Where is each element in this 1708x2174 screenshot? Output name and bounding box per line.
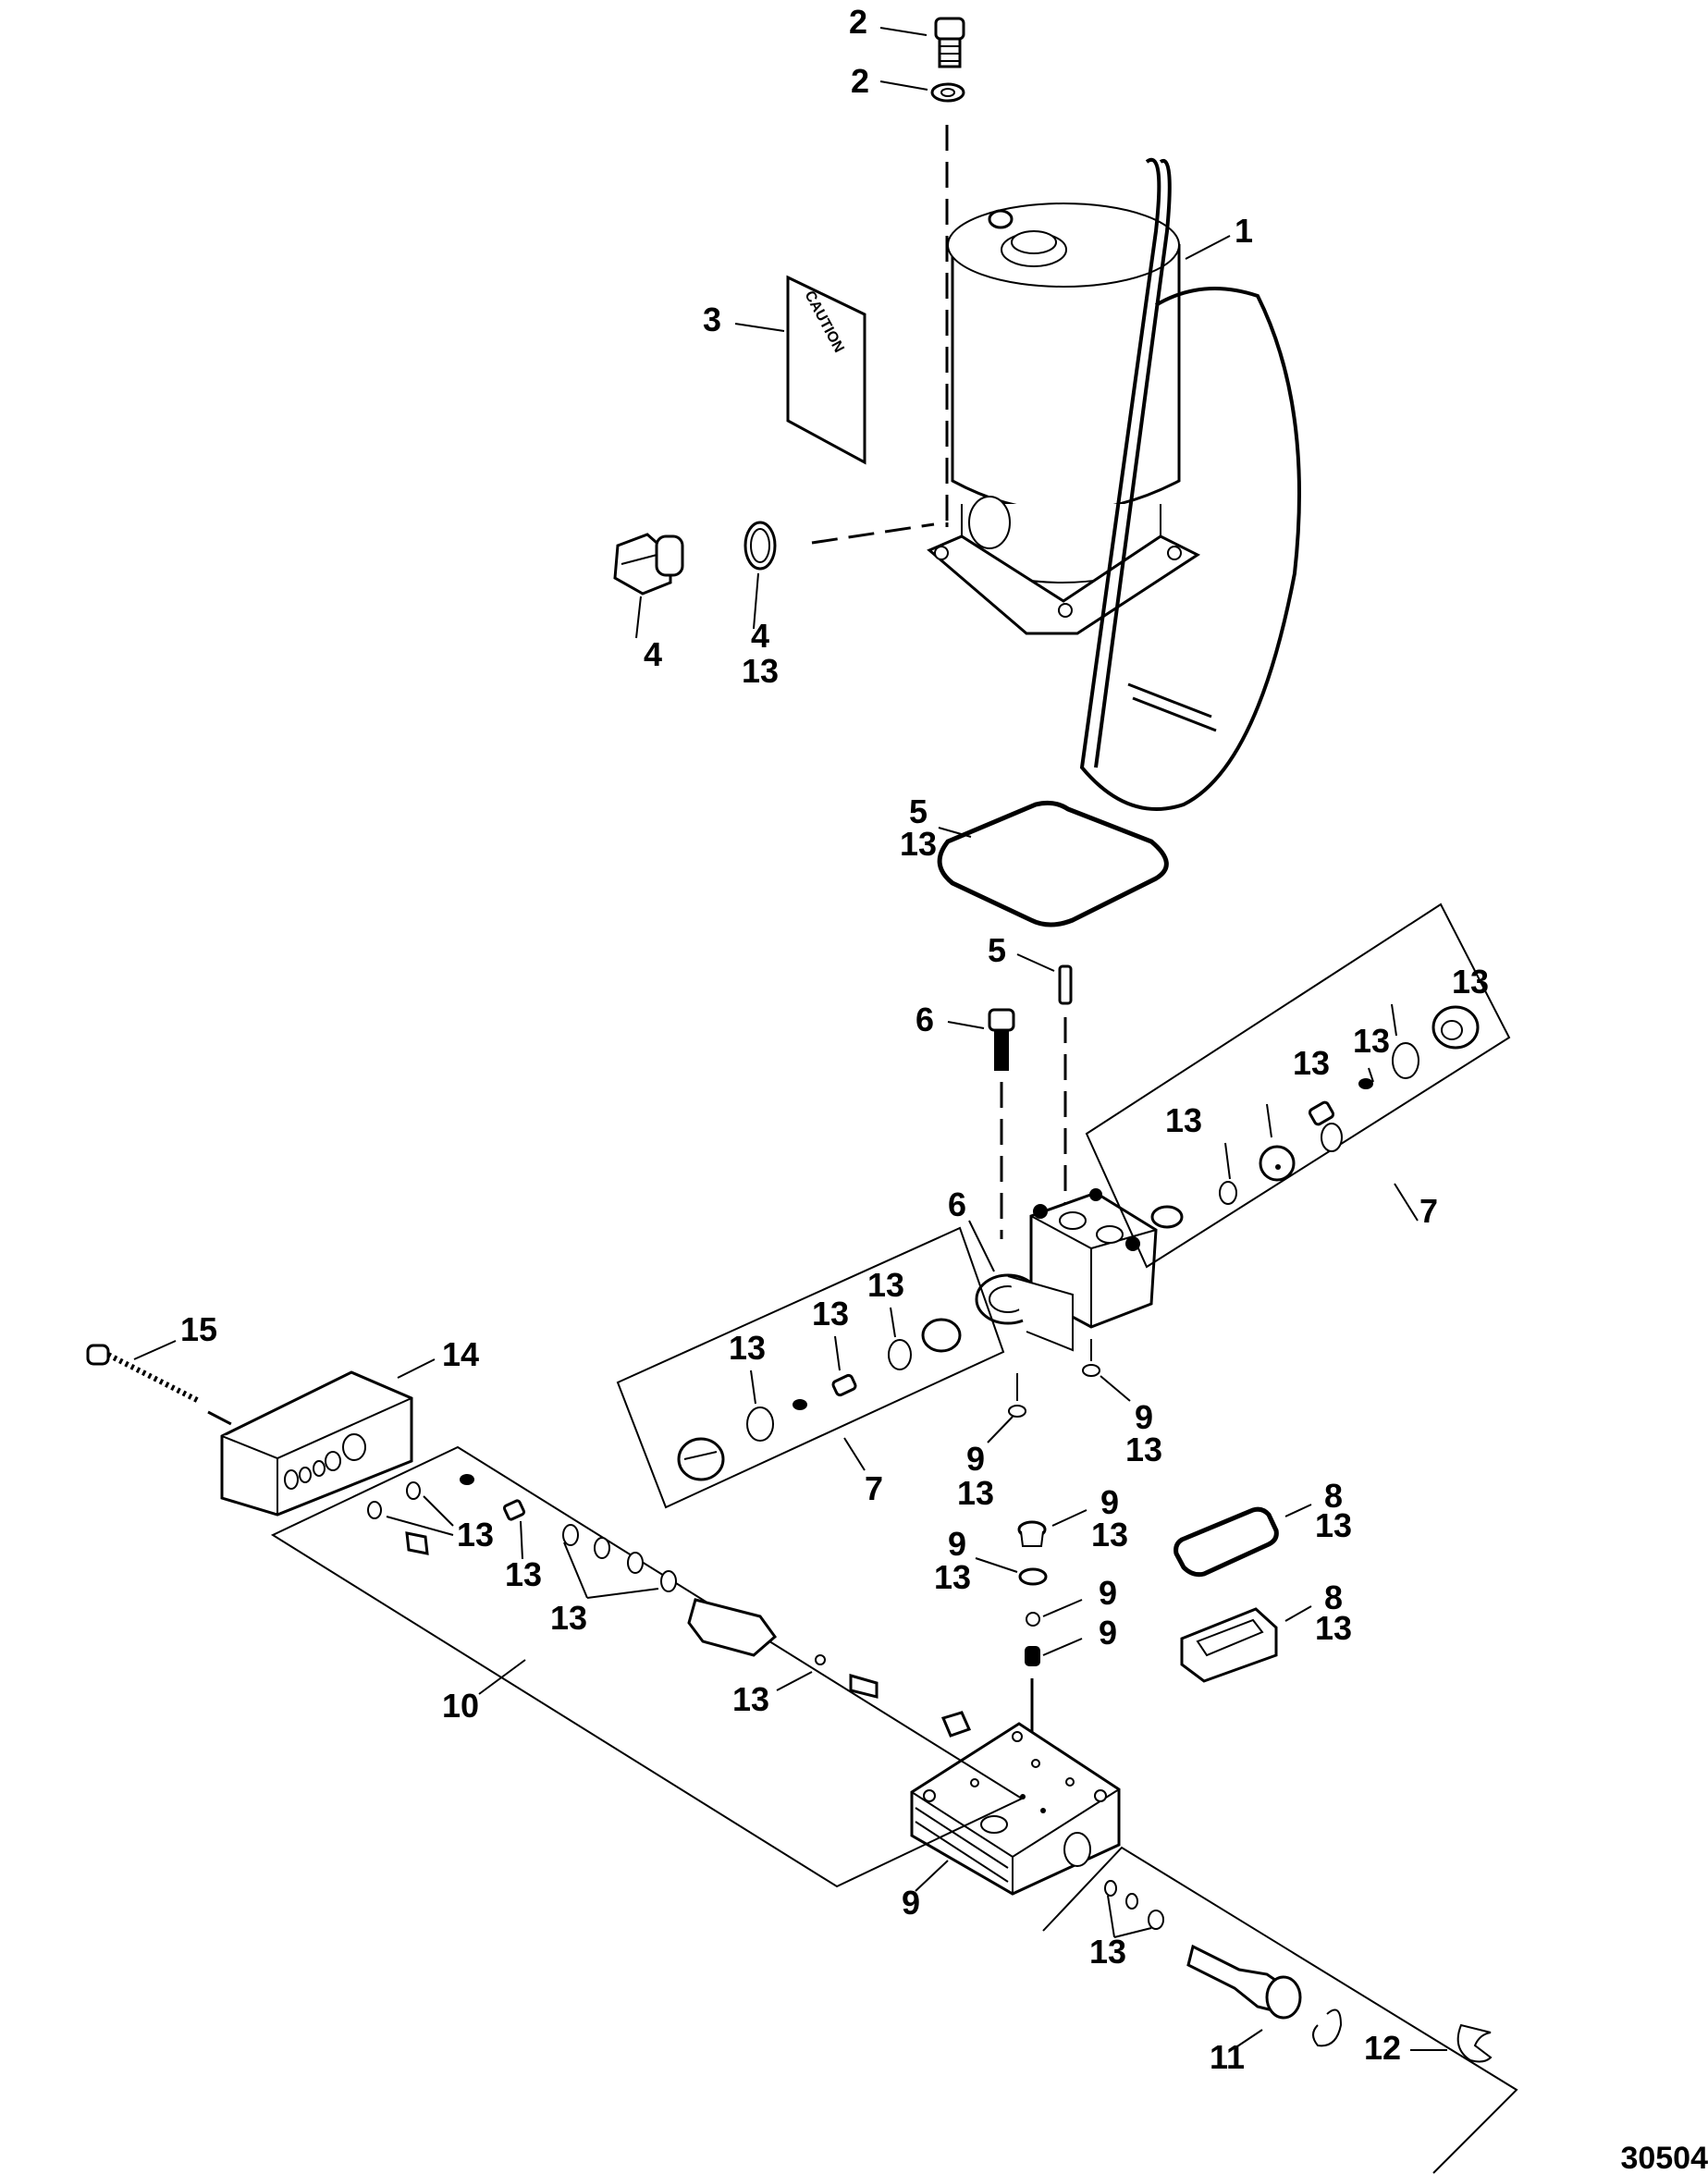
callout-2-screw: 2 (849, 3, 867, 41)
screw-part-6 (988, 1008, 1015, 1071)
o-ring-part-4 (743, 521, 777, 571)
seal-part-8-b (1180, 1607, 1278, 1683)
gasket-part-5 (937, 800, 1169, 927)
fitting-part-9 (1017, 1520, 1047, 1547)
callout-3: 3 (703, 301, 721, 338)
callout-9-c-sub: 13 (1091, 1516, 1128, 1554)
kit-panel-part-10 (270, 1445, 1025, 1888)
pin-part-5 (1058, 964, 1073, 1005)
valve-block-part-14 (220, 1370, 413, 1517)
seal-part-8-a (1173, 1506, 1279, 1578)
spring-part-9 (1025, 1646, 1040, 1666)
pump-body-part-6 (975, 1188, 1158, 1352)
callout-9-a-sub: 13 (957, 1474, 994, 1512)
callout-13-7l-1: 13 (729, 1329, 766, 1367)
callout-15: 15 (180, 1310, 217, 1348)
callout-9-d-sub: 13 (934, 1558, 971, 1596)
ball-part-9 (1026, 1612, 1040, 1627)
callout-4-o-ring-sub: 13 (742, 652, 779, 690)
callout-10: 10 (442, 1687, 479, 1725)
o-ring-part-9b (1082, 1364, 1100, 1377)
callout-6-body: 6 (948, 1185, 966, 1223)
callout-2-washer: 2 (851, 62, 869, 100)
callout-9-b-sub: 13 (1125, 1431, 1162, 1468)
callout-12: 12 (1364, 2029, 1401, 2067)
callout-13-7r-4: 13 (1452, 963, 1489, 1001)
callout-13-10-2: 13 (505, 1555, 542, 1593)
callout-1: 1 (1235, 212, 1253, 250)
manifold-plate-part-9 (910, 1722, 1121, 1896)
callout-13-7r-2: 13 (1293, 1044, 1330, 1082)
callout-5-pin: 5 (988, 931, 1006, 969)
caution-decal-part-3: CAUTION (786, 275, 866, 465)
callout-13-7r-1: 13 (1165, 1101, 1202, 1139)
callout-13-10-4: 13 (732, 1680, 769, 1718)
callout-8-b-sub: 13 (1315, 1609, 1352, 1647)
callout-9-b: 9 (1135, 1398, 1153, 1436)
e-clip-part-12 (1456, 2023, 1493, 2063)
callout-11: 11 (1210, 2038, 1245, 2076)
callout-9-f: 9 (1099, 1614, 1117, 1652)
washer-part-2 (930, 82, 965, 103)
callout-4-o-ring: 4 (751, 617, 769, 655)
callout-6-screw: 6 (915, 1001, 934, 1038)
callout-4-plug: 4 (644, 635, 662, 673)
callout-7-right: 7 (1419, 1192, 1438, 1230)
callout-13-7r-3: 13 (1353, 1022, 1390, 1060)
figure-number: 30504 (1620, 2141, 1708, 2174)
callout-5-gasket-sub: 13 (900, 825, 937, 863)
o-ring-part-9a (1008, 1405, 1026, 1418)
washer-part-9 (1018, 1567, 1048, 1586)
callout-13-10-1: 13 (457, 1516, 494, 1554)
callout-8-a-sub: 13 (1315, 1506, 1352, 1544)
callout-9-g: 9 (902, 1884, 920, 1922)
callout-8-a: 8 (1324, 1477, 1343, 1515)
callout-13-7l-2: 13 (812, 1295, 849, 1333)
kit-panel-part-11 (1042, 1846, 1518, 2174)
callout-13-10-3: 13 (550, 1599, 587, 1637)
callout-7-left: 7 (865, 1469, 883, 1507)
plug-part-4 (613, 533, 684, 596)
callout-9-d: 9 (948, 1525, 966, 1563)
callout-5-gasket: 5 (909, 792, 928, 830)
pump-motor-part-1 (927, 158, 1301, 811)
callout-13-11: 13 (1089, 1933, 1126, 1971)
callout-13-7l-3: 13 (867, 1266, 904, 1304)
kit-panel-part-7-right (1085, 903, 1511, 1269)
kit-panel-part-7-left (616, 1226, 1005, 1509)
callout-9-e: 9 (1099, 1574, 1117, 1612)
callout-9-c: 9 (1100, 1483, 1119, 1521)
screw-part-15 (86, 1344, 201, 1404)
callout-8-b: 8 (1324, 1578, 1343, 1616)
screw-part-2 (934, 17, 965, 68)
callout-9-a: 9 (966, 1440, 985, 1478)
callout-14: 14 (442, 1335, 479, 1373)
